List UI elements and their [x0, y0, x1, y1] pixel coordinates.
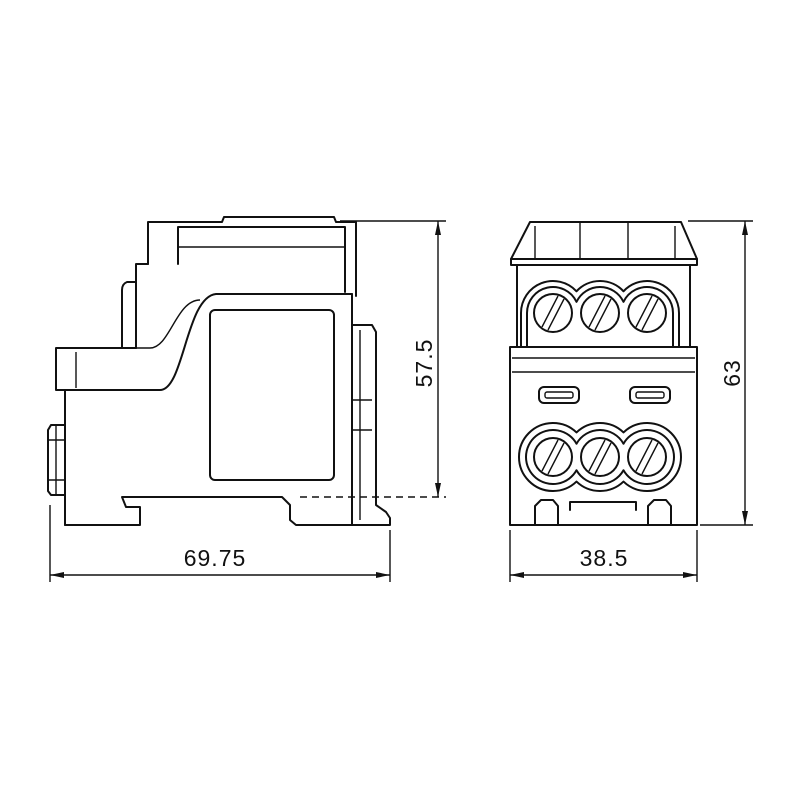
- front-foot-center-bar: [569, 501, 637, 511]
- side-top-cap-inner-frame: [177, 226, 346, 293]
- side-shoulder-curve: [64, 293, 353, 391]
- side-view: [47, 216, 391, 526]
- front-slot-right: [629, 386, 671, 404]
- front-lower-body: [509, 346, 698, 526]
- side-shoulder-curve-inner: [136, 299, 201, 349]
- front-width-label: 38.5: [580, 545, 629, 571]
- lower-screw-left-slot: [541, 439, 565, 475]
- front-upper-screws: [533, 293, 667, 333]
- front-lower-housing-outer: [518, 422, 682, 492]
- side-left-tab: [47, 424, 66, 496]
- side-label-plate: [209, 309, 335, 481]
- lower-screw-middle-slot: [588, 439, 612, 475]
- front-top-cap: [510, 221, 698, 260]
- lower-screw-right-slot: [635, 439, 659, 475]
- front-lower-housing-inner: [525, 429, 675, 485]
- upper-screw-middle-slot: [588, 295, 612, 331]
- side-height-label: 57.5: [411, 339, 437, 388]
- front-foot-left: [534, 499, 559, 526]
- side-din-clip-notch: [352, 399, 372, 431]
- upper-screw-right-slot: [635, 295, 659, 331]
- front-height-label: 63: [719, 359, 745, 387]
- front-upper-housing-outer: [520, 280, 680, 348]
- front-upper-housing-inner: [526, 286, 674, 348]
- front-slot-left-inner: [544, 391, 574, 399]
- front-foot-right: [647, 499, 672, 526]
- side-dimensions: 69.75 57.5: [49, 220, 446, 582]
- upper-screw-right: [627, 293, 667, 333]
- front-top-cap-ribs: [534, 222, 676, 259]
- front-slot-left: [538, 386, 580, 404]
- side-body-bottom-din-profile: [64, 496, 387, 526]
- front-view: [509, 221, 698, 526]
- upper-screw-left: [533, 293, 573, 333]
- side-left-tab-inner: [48, 425, 65, 495]
- side-shoulder: [55, 347, 137, 391]
- lower-screw-right: [627, 437, 667, 477]
- lower-screw-middle: [580, 437, 620, 477]
- side-din-clip: [351, 324, 391, 526]
- upper-screw-middle: [580, 293, 620, 333]
- lower-screw-left: [533, 437, 573, 477]
- side-small-tab: [121, 281, 137, 349]
- side-top-cap-outline: [147, 216, 357, 297]
- upper-screw-left-slot: [541, 295, 565, 331]
- front-slot-right-inner: [635, 391, 665, 399]
- front-body-band-lines: [512, 357, 695, 373]
- side-upper-step: [135, 263, 149, 349]
- front-dimensions: 38.5 63: [509, 220, 753, 582]
- front-lower-screws: [533, 437, 667, 477]
- side-width-label: 69.75: [184, 545, 247, 571]
